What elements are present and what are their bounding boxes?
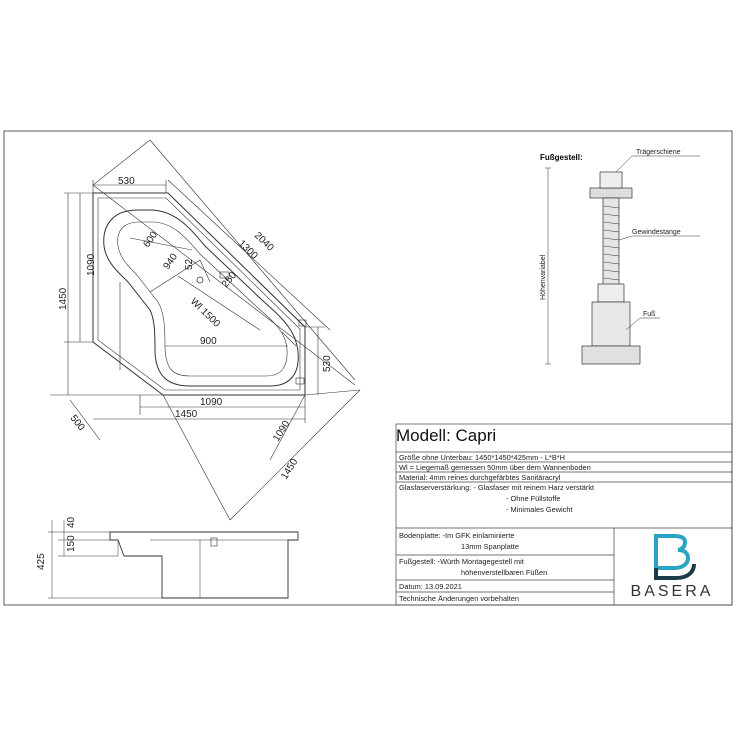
info-row-date: Datum: 13.09.2021	[399, 582, 462, 591]
dim-150: 150	[66, 535, 77, 552]
info-row-weight: - Minimales Gewicht	[506, 505, 573, 514]
label-rod: Gewindestange	[632, 229, 681, 236]
info-row-fiberglass: Glasfaserverstärkung: - Glasfaser mit re…	[399, 483, 595, 492]
dim-wl-1500: Wl 1500	[188, 296, 222, 330]
top-view	[92, 192, 307, 396]
dim-425: 425	[36, 553, 47, 570]
info-box: Modell: Capri Größe ohne Unterbau: 1450*…	[396, 424, 732, 605]
drain	[196, 276, 204, 284]
tub-outer-rim	[92, 192, 306, 396]
tub-side-profile	[109, 531, 299, 599]
dim-40: 40	[66, 516, 77, 528]
dim-500: 500	[68, 413, 87, 433]
dim-1090-bottom: 1090	[200, 397, 223, 408]
rail	[589, 187, 633, 199]
info-row-stand: Fußgestell: -Würth Montagegestell mit	[399, 557, 524, 566]
model-title: Modell: Capri	[396, 426, 497, 445]
basera-logo: BASERA	[614, 530, 730, 604]
info-row-stand-2: höhenverstellbaren Füßen	[461, 568, 548, 577]
info-row-disclaimer: Technische Änderungen vorbehalten	[399, 594, 519, 603]
brand-name: BASERA	[630, 583, 714, 600]
dim-900: 900	[200, 336, 217, 347]
dim-940: 940	[161, 251, 180, 271]
tub-basin-outline	[103, 209, 299, 387]
info-box-frame	[395, 423, 733, 606]
label-rail: Trägerschiene	[636, 149, 681, 156]
side-view-labels: 40 150 425	[36, 516, 77, 570]
stand-labels: Fußgestell: Trägerschiene Gewindestange …	[540, 149, 681, 318]
logo-mark-icon	[654, 534, 696, 580]
dim-1450-diag: 1450	[279, 457, 300, 482]
side-view	[48, 520, 299, 599]
label-height: Höhenvariabel	[540, 254, 547, 300]
dim-1450-bottom: 1450	[175, 409, 198, 420]
info-row-base-2: 13mm Spanplatte	[461, 542, 519, 551]
dim-530-top: 530	[118, 176, 135, 187]
dim-530-right: 530	[322, 355, 333, 372]
tub-basin-floor	[117, 221, 288, 377]
top-view-labels: 530 2040 1300 600 940 52 Wl 1500 250 109…	[58, 176, 333, 482]
overflow	[219, 271, 230, 279]
info-row-size: Größe ohne Unterbau: 1450*1450*425mm - L…	[399, 453, 565, 462]
foot	[591, 301, 631, 347]
dim-1450-left: 1450	[58, 287, 69, 310]
tub-rim-inner-edge	[97, 197, 301, 391]
dim-52: 52	[184, 258, 195, 270]
top-view-dimensions	[50, 139, 361, 521]
dim-600: 600	[141, 229, 160, 249]
dim-1090-diag: 1090	[271, 419, 292, 444]
dim-250: 250	[220, 270, 239, 290]
info-row-wl: Wl = Liegemaß gemessen 50mm über dem Wan…	[399, 463, 591, 472]
info-row-no-filler: - Ohne Füllstoffe	[506, 494, 561, 503]
sheet-frame	[3, 130, 733, 606]
info-row-material: Material: 4mm reines durchgefärbtes Sani…	[399, 473, 561, 482]
stand-title: Fußgestell:	[540, 153, 583, 162]
stand-detail	[545, 155, 700, 365]
label-foot: Fuß	[643, 311, 655, 318]
dim-1090-left: 1090	[86, 253, 97, 276]
info-row-base: Bodenplatte: -Im GFK einlaminierte	[399, 531, 515, 540]
